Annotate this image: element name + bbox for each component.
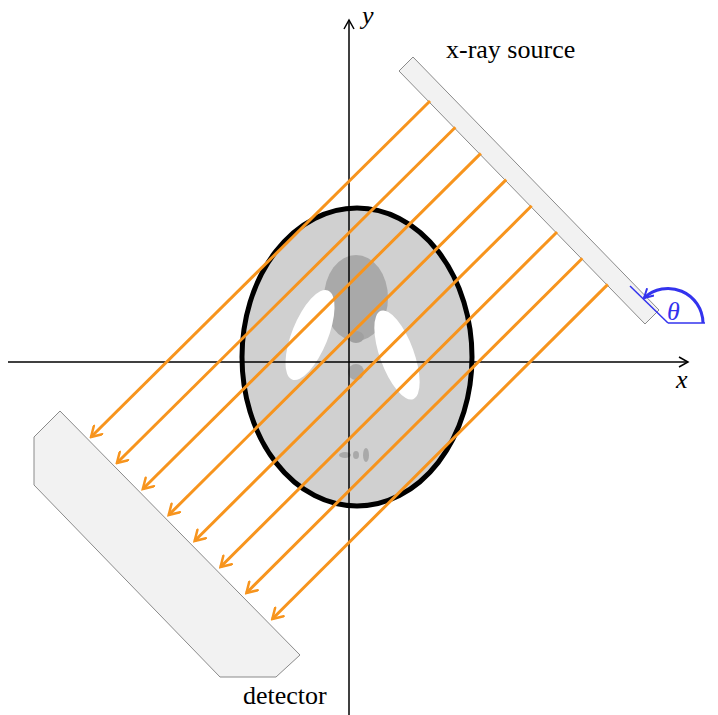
x-ray-beam [272,284,608,619]
angle-label: θ [667,298,680,327]
axis-label: x [676,366,688,395]
x-ray-beam [195,206,532,541]
x-ray-beam [91,101,430,437]
y-axis [348,20,350,715]
x-ray-beam [169,180,507,515]
axis-label: y [362,2,374,31]
x-ray-source [399,57,659,324]
x-ray-beam [246,258,582,593]
detector-body [34,411,300,677]
source-label: x-ray source [446,36,575,65]
x-ray-beams [91,101,608,619]
y-axis [348,206,350,508]
x-ray-beam [143,153,481,489]
x-axis [242,361,472,363]
x-axis [8,361,688,363]
x-ray-beam [117,127,456,463]
detector-label: detector [243,682,327,711]
x-ray-beam [221,232,558,567]
